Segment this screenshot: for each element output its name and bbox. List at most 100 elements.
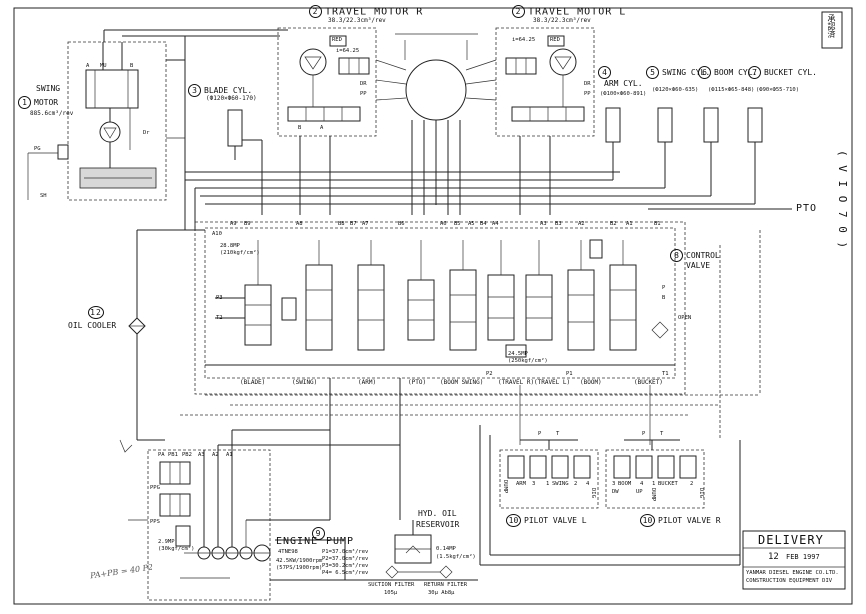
pilot-valve-l-3: 3 [532, 481, 536, 487]
cv-port-a7: A7 [362, 221, 369, 227]
engine-model: 4TNE98 [278, 549, 298, 555]
pilot-valve-r-port-p: P [642, 431, 646, 437]
arm-cylinder [605, 107, 621, 143]
pilot-valve-l-2: 2 [574, 481, 578, 487]
oil-cooler-label: OIL COOLER [68, 321, 117, 330]
pump-pilot-pressure-kgf: (30kgf/cm²) [158, 546, 195, 552]
bucket-cyl-spec: (Ф90×Ф55-710) [756, 87, 800, 93]
pilot-valve-l-dig: DIG [590, 488, 596, 498]
engine-label: ENGINE [276, 536, 319, 547]
cv-port-t1: T1 [662, 371, 669, 377]
cv-port-p: P [662, 285, 666, 291]
travel-motor-l-ratio: i=64.25 [512, 37, 536, 43]
oil-cooler-num: 12 [88, 306, 107, 319]
pump-flow-p1: P1=37.0cm³/rev [322, 549, 369, 555]
travel-motor-l-red: RED [550, 37, 560, 43]
spool-blade [244, 284, 272, 346]
reservoir-pressure-kgf: (1.5kgf/cm²) [436, 554, 476, 560]
pump-port-pa: PA [158, 452, 165, 458]
delivery-day: 12 [768, 552, 779, 562]
swing-motor-outline [67, 41, 167, 201]
travel-motor-r-ratio: i=64.25 [336, 48, 360, 54]
travel-motor-l-spec: 38.3/22.3cm³/rev [533, 17, 591, 24]
reservoir-label: HYD. OIL [418, 509, 457, 518]
cv-relief-pressure: 28.8MP [220, 243, 240, 249]
spool-arm [357, 264, 385, 351]
pilot-valve-r-1: 1 [652, 481, 656, 487]
pump-name: PUMP [326, 536, 355, 547]
cv-port-t2: T2 [216, 315, 223, 321]
boom-cylinder [703, 107, 719, 143]
suction-filter-symbol [385, 565, 399, 579]
cv-port-b3: B3 [555, 221, 562, 227]
cv-port-b: B [662, 295, 666, 301]
cv-port-p2: P2 [486, 371, 493, 377]
section-boom: (BOOM) [580, 379, 602, 386]
cv-port-a10: A10 [212, 231, 222, 237]
pump-port-pps: PPS [150, 519, 160, 525]
pump-flow-p4: P4= 6.5cm³/rev [322, 570, 369, 576]
pump-title: 9 [312, 527, 328, 540]
cv-port-a3: A3 [540, 221, 547, 227]
cv-port-b1: B1 [654, 221, 661, 227]
pilot-valve-r-up: UP [636, 489, 643, 495]
travel-motor-l-symbol [549, 48, 577, 76]
pilot-valve-l-4: 4 [586, 481, 590, 487]
cv-port-a4: A4 [492, 221, 499, 227]
spool-pto [407, 279, 435, 341]
swing-motor-port-mu: MU [100, 63, 107, 69]
travel-motor-r-outline [277, 27, 377, 137]
return-filter-spec: 30μ Ab8μ [428, 590, 455, 596]
cv-port-b4: B4 [480, 221, 487, 227]
control-valve-title-2: VALVE [686, 261, 711, 270]
cv-port-p1: P1 [566, 371, 573, 377]
pilot-valve-r-3: 3 [612, 481, 616, 487]
boom-cyl-spec: (Ф115×Ф65-848) [708, 87, 755, 93]
pump-port-pb1: PB1 [168, 452, 178, 458]
arm-cyl-name: ARM CYL. [604, 79, 643, 88]
delivery-company: YANMAR DIESEL ENGINE CO.LTD. [746, 570, 839, 576]
section-travel-r: (TRAVEL R) [498, 379, 535, 386]
return-filter-symbol [439, 565, 453, 579]
approval-stamp-text: 承認済 [827, 14, 836, 38]
control-valve-outline [204, 227, 676, 379]
blade-cyl-spec: (Ф120×Ф60-170) [206, 95, 257, 102]
pilot-valve-l-port-p: P [538, 431, 542, 437]
model-designation: ( V I O 7 0 ) [836, 150, 849, 250]
cv-relief-pressure-kgf: (210kgf/cm²) [220, 250, 260, 256]
pump-port-ppg: PPG [150, 485, 160, 491]
travel-motor-r-spec: 38.3/22.3cm³/rev [328, 17, 386, 24]
swing-motor-port-a: A [86, 63, 90, 69]
pump-port-pb2: PB2 [182, 452, 192, 458]
engine-power-ps: (57PS/1900rpm) [276, 565, 323, 571]
rotary-joint [405, 59, 467, 121]
swing-motor-port-sh: SH [40, 193, 47, 199]
pilot-valve-l-1: 1 [546, 481, 550, 487]
cv-open-label: OPEN [678, 315, 692, 321]
swing-motor-spec: 885.6cm³/rev [30, 110, 74, 117]
cv-port-a2: A2 [578, 221, 585, 227]
spool-boom-swing [449, 269, 477, 351]
pump-flow-p3: P3=30.2cm³/rev [322, 563, 369, 569]
sheet-border [13, 7, 853, 605]
suction-filter-spec: 105μ [384, 590, 398, 596]
cv-port-a1: A1 [626, 221, 633, 227]
section-boom-swing: (BOOM SWING) [440, 379, 484, 386]
reservoir-label-2: RESERVOIR [416, 520, 460, 529]
spool-swing [305, 264, 333, 351]
delivery-title: DELIVERY [758, 533, 824, 547]
arm-cyl-spec: (Ф100×Ф60-891) [600, 91, 647, 97]
section-arm: (ARM) [358, 379, 377, 386]
return-filter-label: RETURN FILTER [424, 582, 468, 588]
arm-cyl-title: 4 [598, 66, 614, 79]
section-pto: (PTO) [408, 379, 427, 386]
cv-port-a6: A6 [440, 221, 447, 227]
